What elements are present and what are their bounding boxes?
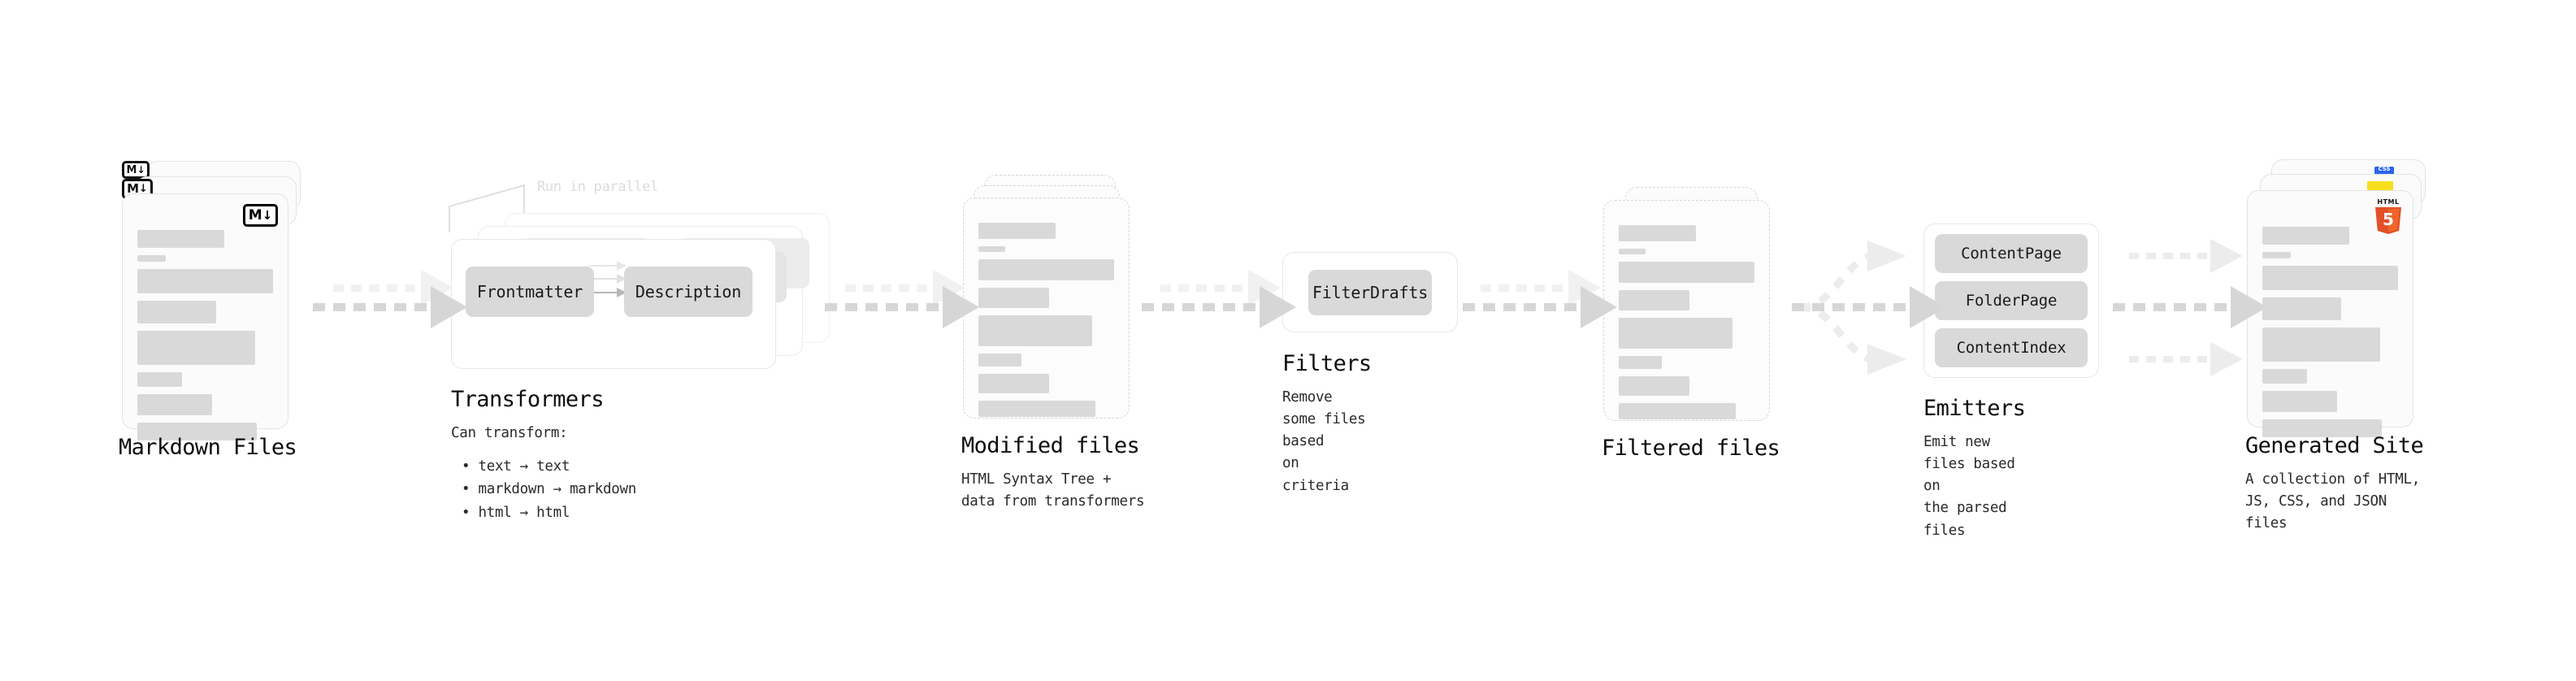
content-bar: [2262, 227, 2349, 245]
content-bar: [2262, 297, 2341, 320]
list-item: • html → html: [462, 504, 570, 521]
svg-text:HTML: HTML: [2377, 198, 2399, 206]
stage-title: Filters: [1282, 351, 1372, 376]
generated-site-stack: CSS HTML 5: [2247, 159, 2434, 437]
stage-subtitle: Emit new files based on the parsed files: [1923, 434, 2015, 539]
stage-subtitle: Remove some files based on criteria: [1282, 389, 1366, 494]
filtered-card-front: [1603, 200, 1770, 421]
transformer-internal-arrows: [589, 261, 627, 297]
markdown-file-stack: M↓ M↓ M↓: [122, 161, 309, 440]
markdown-card-front: M↓: [122, 193, 288, 440]
list-item: • text → text: [462, 458, 570, 475]
connector-filters-to-filtered: [1463, 270, 1617, 328]
caption-markdown-files: Markdown Files: [119, 435, 297, 460]
content-bar: [1619, 290, 1689, 310]
modified-file-stack: [963, 175, 1150, 435]
modified-card-front: [963, 197, 1130, 419]
content-bar: [2262, 369, 2308, 384]
stage-title: Transformers: [451, 387, 604, 412]
connector-filtered-to-emitters: [1792, 241, 1946, 375]
content-bar: [978, 246, 1006, 252]
markdown-card-content: [137, 230, 273, 440]
connector-modified-to-filters: [1142, 270, 1296, 328]
content-bar: [2262, 327, 2381, 362]
content-bar: [978, 259, 1114, 280]
content-bar: [978, 354, 1022, 367]
markdown-icon-label-mid: M: [127, 181, 140, 196]
caption-modified-files: Modified files HTML Syntax Tree + data f…: [961, 433, 1145, 513]
stage-filtered-files: Filtered files: [1602, 187, 1790, 461]
stage-modified-files: Modified files HTML Syntax Tree + data f…: [961, 175, 1150, 510]
stage-subtitle: Can transform:: [451, 425, 568, 441]
css3-icon-label: CSS: [2378, 166, 2391, 172]
html5-icon-svg: HTML 5: [2375, 198, 2401, 234]
content-bar: [1619, 249, 1646, 254]
caption-transformers: Transformers Can transform: • text → tex…: [451, 387, 636, 524]
transform-list: • text → text • markdown → markdown • ht…: [451, 455, 636, 524]
site-card-front: HTML 5: [2247, 190, 2413, 437]
content-bar: [137, 269, 273, 293]
content-bar: [1619, 225, 1697, 241]
emitter-pill-contentindex[interactable]: ContentIndex: [1935, 328, 2088, 367]
content-bar: [137, 230, 224, 248]
stage-title: Filtered files: [1602, 436, 1780, 461]
parallel-annotation: Run in parallel: [537, 179, 659, 195]
list-item: • markdown → markdown: [462, 481, 636, 498]
content-bar: [2262, 419, 2382, 437]
caption-generated-site: Generated Site A collection of HTML, JS,…: [2245, 433, 2434, 535]
stage-title: Emitters: [1923, 396, 2026, 421]
content-bar: [2262, 252, 2292, 258]
connector-emitters-to-site: [2113, 239, 2267, 376]
modified-card-content: [978, 223, 1114, 417]
content-bar: [2262, 266, 2398, 290]
caption-filtered-files: Filtered files: [1602, 436, 1780, 461]
stage-subtitle: A collection of HTML, JS, CSS, and JSON …: [2245, 471, 2420, 532]
site-card-content: [2262, 227, 2398, 437]
content-bar: [137, 372, 183, 387]
content-bar: [1619, 376, 1689, 396]
stage-title: Markdown Files: [119, 435, 297, 460]
parallel-bracket: [449, 184, 525, 232]
connector-md-to-transformers: [313, 270, 467, 328]
content-bar: [2262, 391, 2337, 412]
stage-generated-site: CSS HTML 5: [2245, 159, 2434, 531]
stage-subtitle: HTML Syntax Tree + data from transformer…: [961, 471, 1145, 510]
caption-emitters: Emitters Emit new files based on the par…: [1923, 396, 2026, 542]
filtered-card-content: [1619, 225, 1754, 419]
content-bar: [1619, 262, 1754, 283]
content-bar: [137, 331, 256, 365]
content-bar: [1619, 318, 1733, 349]
connector-transformers-to-modified: [825, 270, 979, 328]
markdown-icon-label-back: M: [126, 163, 137, 176]
transformer-pill-description[interactable]: Description: [624, 267, 752, 317]
content-bar: [978, 223, 1056, 239]
markdown-icon: M↓: [243, 204, 278, 227]
stage-title: Modified files: [961, 433, 1140, 458]
content-bar: [137, 301, 216, 323]
caption-filters: Filters Remove some files based on crite…: [1282, 351, 1372, 497]
content-bar: [978, 315, 1093, 346]
html5-icon: HTML 5: [2372, 197, 2405, 234]
content-bar: [137, 255, 167, 262]
content-bar: [978, 288, 1049, 308]
emitter-pill-folderpage[interactable]: FolderPage: [1935, 281, 2088, 320]
markdown-icon-back: M↓: [122, 161, 150, 179]
content-bar: [1619, 356, 1663, 369]
emitter-pill-contentpage[interactable]: ContentPage: [1935, 234, 2088, 273]
transformer-pill-frontmatter[interactable]: Frontmatter: [466, 267, 594, 317]
filter-pill-filterdrafts[interactable]: FilterDrafts: [1308, 270, 1432, 315]
content-bar: [137, 423, 257, 440]
content-bar: [1619, 403, 1736, 419]
filtered-file-stack: [1603, 187, 1790, 439]
content-bar: [978, 401, 1095, 417]
svg-text:5: 5: [2383, 210, 2394, 229]
content-bar: [978, 374, 1049, 393]
content-bar: [137, 394, 212, 415]
markdown-icon-label: M: [248, 206, 262, 223]
stage-markdown-files: M↓ M↓ M↓: [119, 161, 309, 460]
stage-title: Generated Site: [2245, 433, 2424, 458]
